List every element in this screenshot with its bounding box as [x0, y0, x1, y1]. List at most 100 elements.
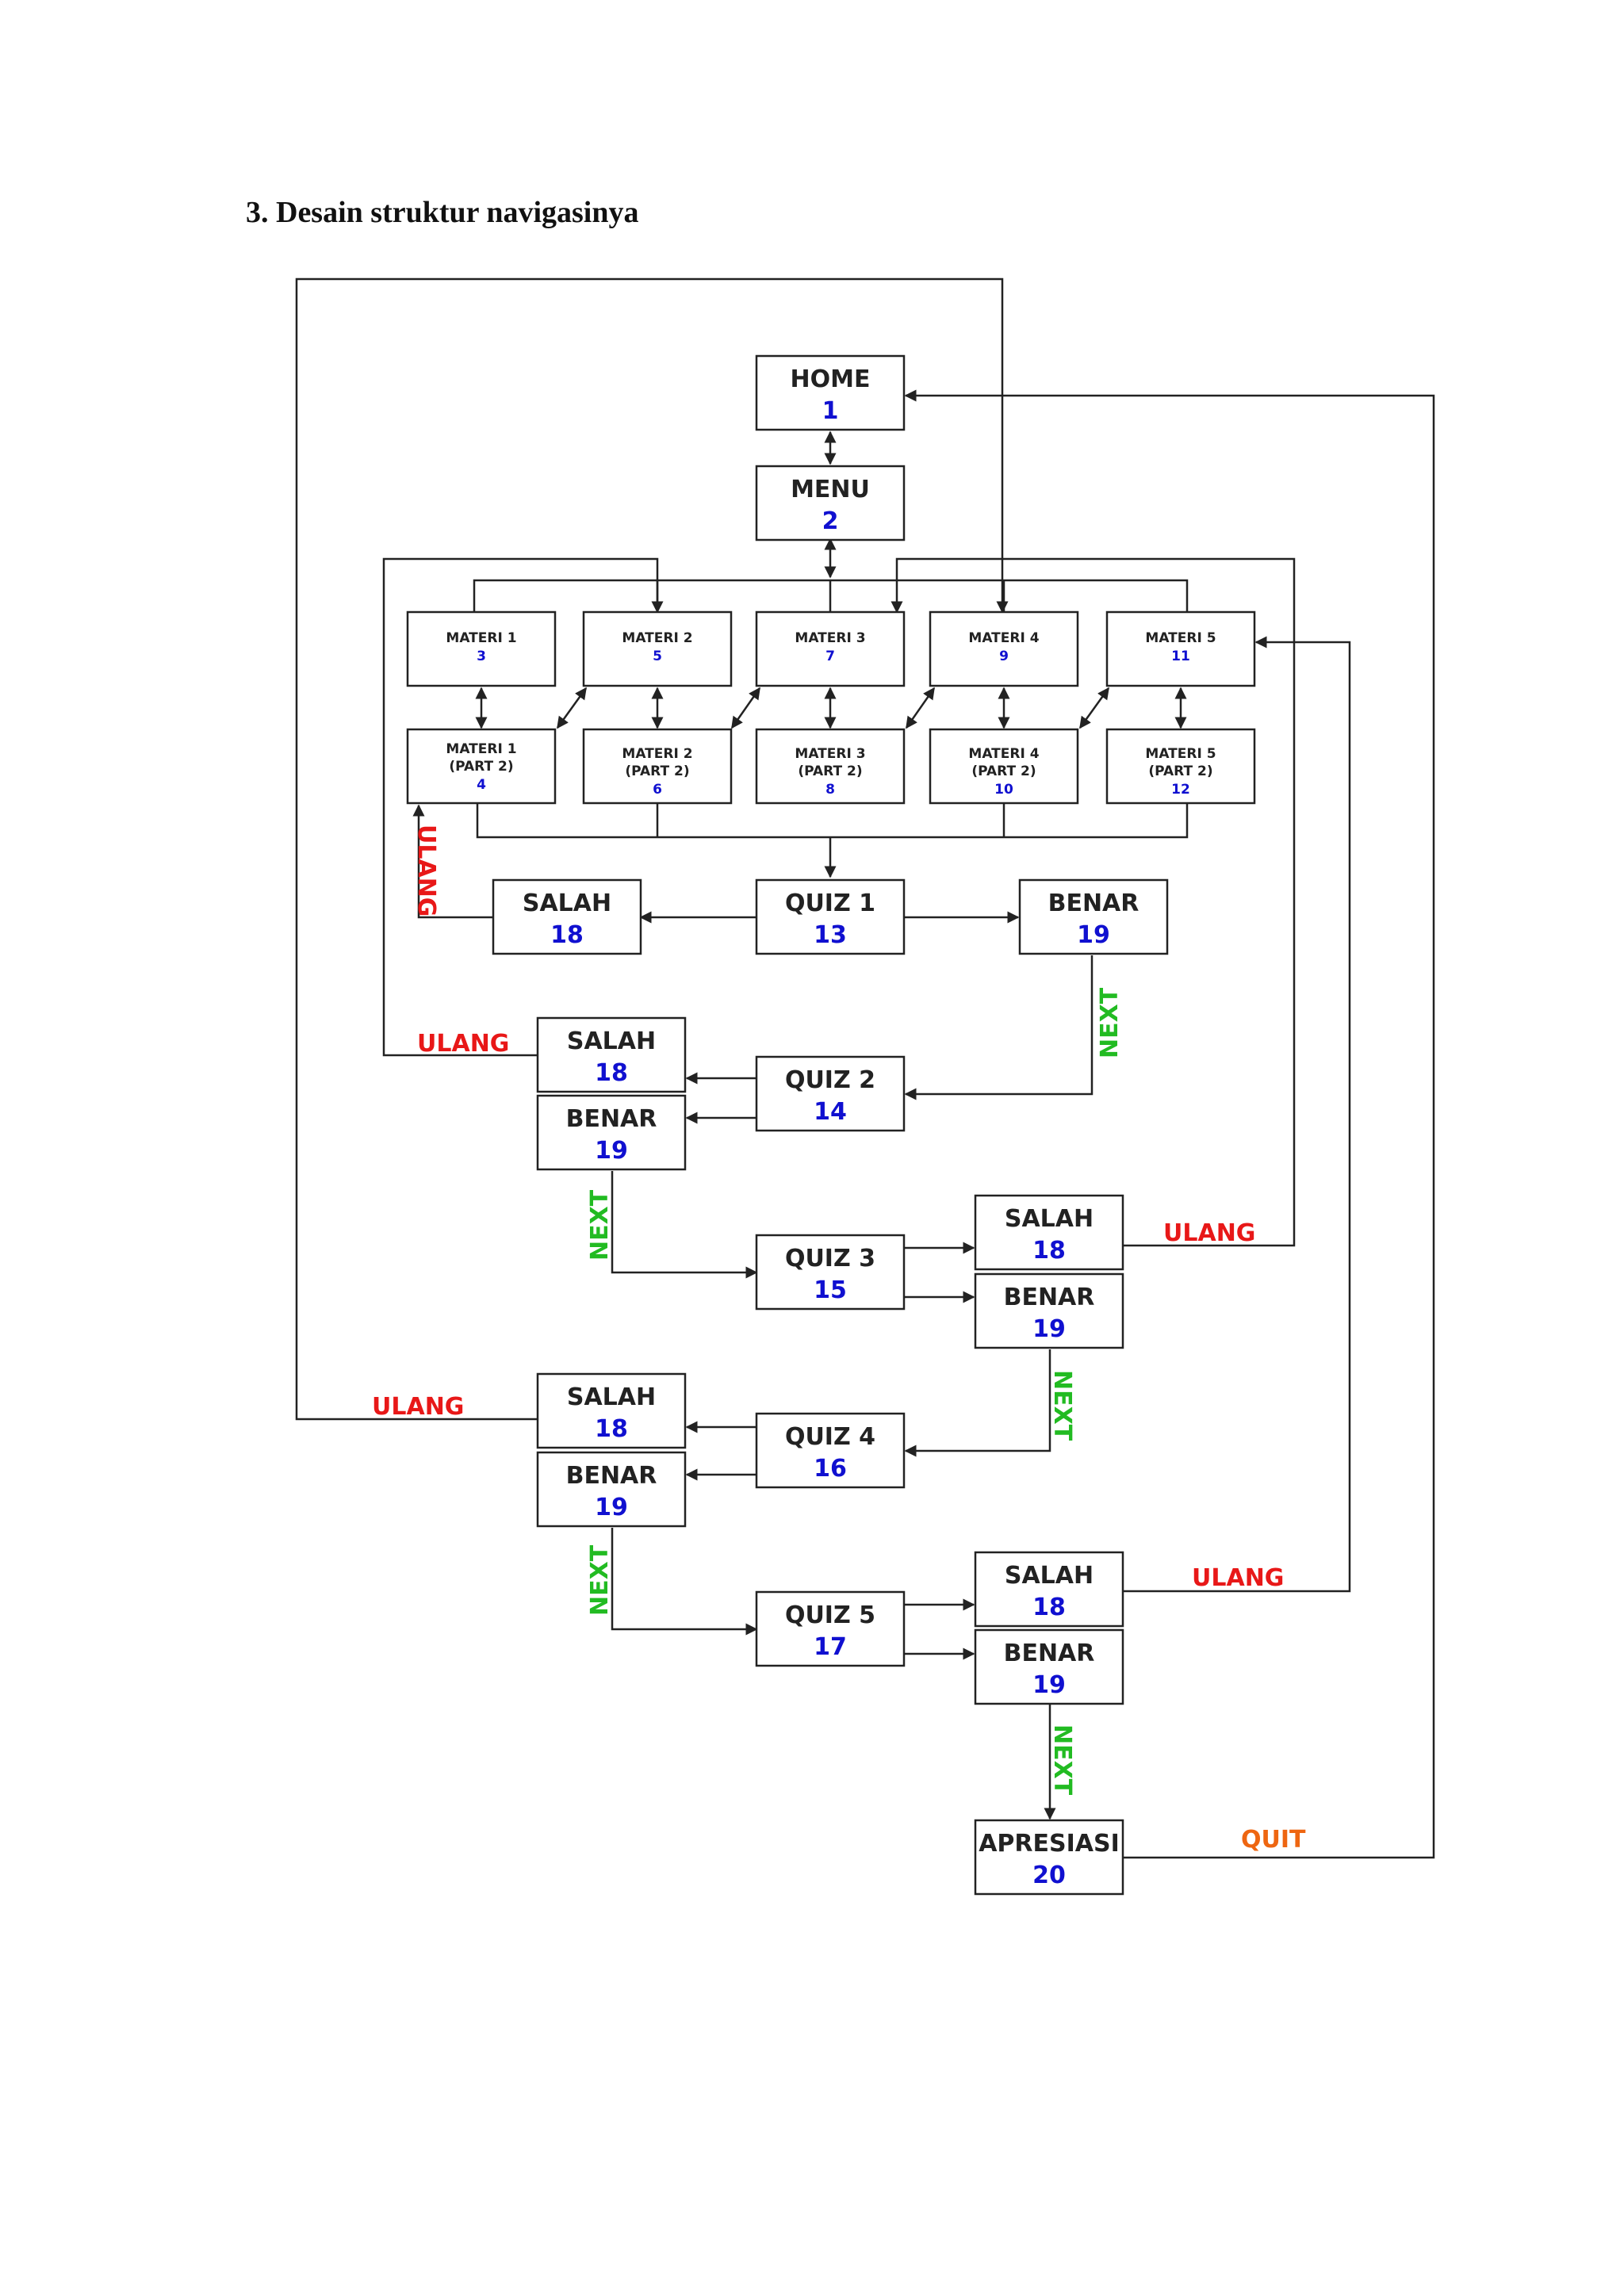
node-menu-label: MENU	[791, 476, 870, 503]
node-benar-3[interactable]: BENAR 19	[974, 1272, 1124, 1349]
node-menu-number: 2	[822, 507, 839, 535]
node-materi-4-part2[interactable]: MATERI 4 (PART 2) 10	[929, 728, 1079, 805]
node-salah-4-number: 18	[595, 1415, 628, 1443]
node-materi-2[interactable]: MATERI 2 5	[582, 610, 733, 687]
node-benar-5[interactable]: BENAR 19	[974, 1628, 1124, 1705]
node-benar-4-number: 19	[595, 1494, 628, 1521]
node-menu[interactable]: MENU 2	[755, 465, 906, 541]
node-materi-3-number: 7	[825, 649, 835, 664]
node-materi-5-part2-label: MATERI 5	[1145, 746, 1216, 762]
ulang-label-1: ULANG	[412, 825, 440, 916]
node-quiz-1-number: 13	[814, 921, 847, 949]
connectors	[295, 277, 1435, 1859]
ulang-label-2: ULANG	[417, 1030, 509, 1058]
ulang-label-5: ULANG	[1192, 1564, 1284, 1592]
node-materi-3[interactable]: MATERI 3 7	[755, 610, 906, 687]
node-apresiasi-number: 20	[1032, 1862, 1066, 1889]
node-salah-2[interactable]: SALAH 18	[536, 1016, 687, 1093]
node-quiz-4-number: 16	[814, 1455, 847, 1483]
node-materi-4-number: 9	[999, 649, 1009, 664]
node-materi-2-part2-label: MATERI 2	[622, 746, 692, 762]
node-salah-3[interactable]: SALAH 18	[974, 1194, 1124, 1271]
node-benar-5-label: BENAR	[1004, 1640, 1095, 1667]
node-quiz-2-number: 14	[814, 1098, 847, 1126]
next-label-4: NEXT	[586, 1544, 614, 1616]
node-quiz-5-label: QUIZ 5	[785, 1601, 875, 1629]
node-salah-5-number: 18	[1032, 1594, 1066, 1621]
node-salah-1[interactable]: SALAH 18	[492, 878, 642, 955]
node-home[interactable]: HOME 1	[755, 354, 906, 431]
node-materi-1-part2-number: 4	[477, 777, 486, 793]
node-materi-4-part2-sub: (PART 2)	[971, 763, 1036, 779]
node-materi-3-part2-number: 8	[825, 782, 835, 798]
node-materi-2-part2-sub: (PART 2)	[625, 763, 689, 779]
node-quiz-1-label: QUIZ 1	[785, 890, 875, 917]
node-quiz-4[interactable]: QUIZ 4 16	[755, 1412, 906, 1489]
quit-label: QUIT	[1241, 1826, 1306, 1854]
node-materi-3-part2-sub: (PART 2)	[798, 763, 862, 779]
node-salah-1-label: SALAH	[523, 890, 611, 917]
node-materi-1-number: 3	[477, 649, 486, 664]
node-apresiasi[interactable]: APRESIASI 20	[974, 1819, 1124, 1896]
node-quiz-1[interactable]: QUIZ 1 13	[755, 878, 906, 955]
node-benar-2[interactable]: BENAR 19	[536, 1094, 687, 1171]
node-materi-2-part2[interactable]: MATERI 2 (PART 2) 6	[582, 728, 733, 805]
node-quiz-3-number: 15	[814, 1276, 847, 1304]
page-heading: 3. Desain struktur navigasinya	[246, 196, 639, 229]
node-materi-1-part2-sub: (PART 2)	[449, 759, 513, 775]
next-label-5: NEXT	[1048, 1724, 1076, 1796]
node-benar-1-number: 19	[1077, 921, 1110, 949]
node-quiz-4-label: QUIZ 4	[785, 1423, 875, 1451]
node-quiz-2[interactable]: QUIZ 2 14	[755, 1055, 906, 1132]
node-quiz-5-number: 17	[814, 1633, 847, 1661]
node-salah-2-label: SALAH	[567, 1027, 656, 1055]
node-home-number: 1	[822, 397, 839, 425]
node-apresiasi-label: APRESIASI	[979, 1830, 1120, 1858]
node-salah-3-label: SALAH	[1005, 1205, 1094, 1233]
node-benar-4-label: BENAR	[566, 1462, 657, 1490]
node-quiz-5[interactable]: QUIZ 5 17	[755, 1590, 906, 1667]
node-salah-5-label: SALAH	[1005, 1562, 1094, 1590]
node-materi-2-number: 5	[653, 649, 662, 664]
node-materi-1-part2-label: MATERI 1	[446, 741, 516, 757]
node-benar-5-number: 19	[1032, 1671, 1066, 1699]
node-materi-4-part2-label: MATERI 4	[968, 746, 1039, 762]
node-materi-5-part2-sub: (PART 2)	[1148, 763, 1212, 779]
next-label-2: NEXT	[586, 1189, 614, 1261]
node-salah-5[interactable]: SALAH 18	[974, 1551, 1124, 1628]
node-salah-1-number: 18	[550, 921, 584, 949]
node-materi-4[interactable]: MATERI 4 9	[929, 610, 1079, 687]
node-materi-3-part2[interactable]: MATERI 3 (PART 2) 8	[755, 728, 906, 805]
node-quiz-2-label: QUIZ 2	[785, 1066, 875, 1094]
node-benar-2-label: BENAR	[566, 1105, 657, 1133]
node-benar-1[interactable]: BENAR 19	[1018, 878, 1169, 955]
node-benar-2-number: 19	[595, 1137, 628, 1165]
next-label-3: NEXT	[1048, 1370, 1076, 1441]
edge-labels: ULANG NEXT ULANG NEXT ULANG NEXT ULANG N…	[372, 825, 1306, 1854]
node-benar-4[interactable]: BENAR 19	[536, 1451, 687, 1528]
node-home-label: HOME	[791, 365, 871, 393]
node-materi-1-label: MATERI 1	[446, 630, 516, 646]
node-materi-5-part2[interactable]: MATERI 5 (PART 2) 12	[1105, 728, 1256, 805]
node-materi-4-part2-number: 10	[994, 782, 1013, 798]
node-quiz-3-label: QUIZ 3	[785, 1245, 875, 1272]
node-materi-3-label: MATERI 3	[795, 630, 865, 646]
node-benar-3-label: BENAR	[1004, 1284, 1095, 1311]
next-label-1: NEXT	[1096, 987, 1124, 1058]
node-salah-3-number: 18	[1032, 1237, 1066, 1265]
node-salah-4-label: SALAH	[567, 1383, 656, 1411]
node-materi-5-part2-number: 12	[1171, 782, 1190, 798]
node-quiz-3[interactable]: QUIZ 3 15	[755, 1234, 906, 1311]
node-materi-5-number: 11	[1171, 649, 1190, 664]
ulang-label-3: ULANG	[1163, 1219, 1255, 1247]
node-materi-2-part2-number: 6	[653, 782, 662, 798]
node-materi-5[interactable]: MATERI 5 11	[1105, 610, 1256, 687]
node-materi-3-part2-label: MATERI 3	[795, 746, 865, 762]
node-materi-1-part2[interactable]: MATERI 1 (PART 2) 4	[406, 728, 557, 805]
node-salah-2-number: 18	[595, 1059, 628, 1087]
node-materi-5-label: MATERI 5	[1145, 630, 1216, 646]
node-benar-3-number: 19	[1032, 1315, 1066, 1343]
node-materi-1[interactable]: MATERI 1 3	[406, 610, 557, 687]
node-salah-4[interactable]: SALAH 18	[536, 1372, 687, 1449]
